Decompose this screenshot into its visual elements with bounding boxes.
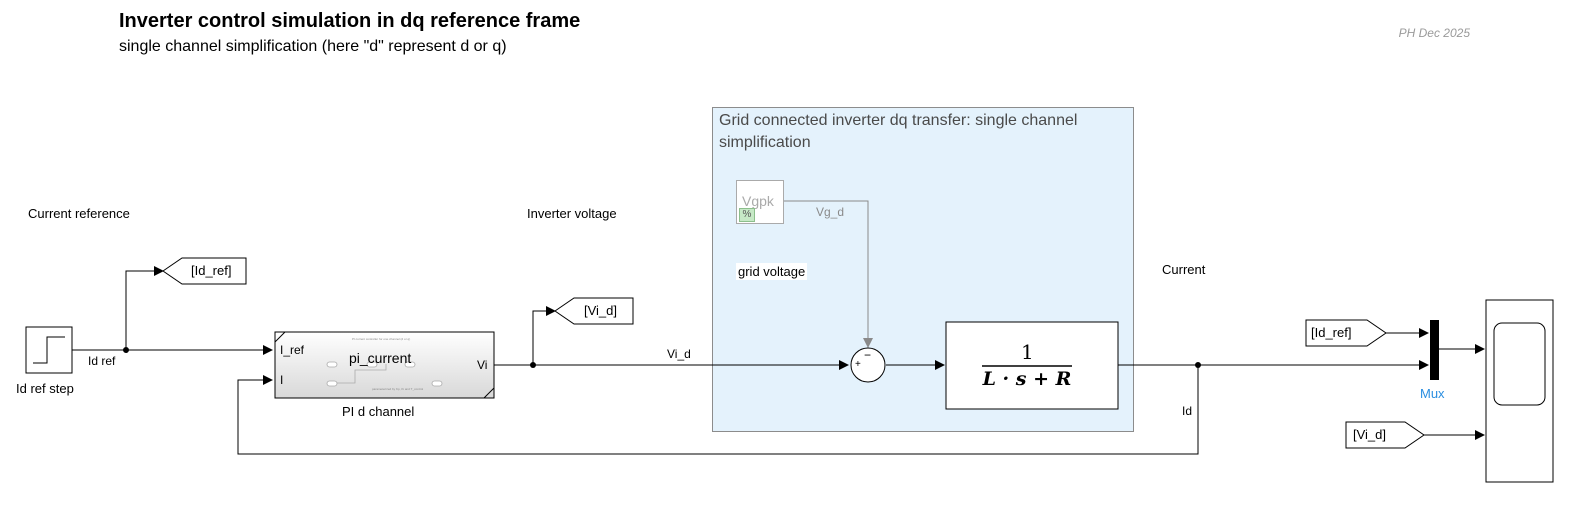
goto-vi-d-shape xyxy=(554,297,634,325)
junction-dot xyxy=(530,362,536,368)
from-id-ref-shape xyxy=(1305,319,1387,347)
transfer-numerator: 1 xyxy=(1021,340,1034,364)
pi-mask-title: pi_current xyxy=(349,350,412,366)
junction-dot xyxy=(123,347,129,353)
pi-mask-description: PI current controller for one channel (d… xyxy=(352,337,411,341)
mux-bar xyxy=(1430,320,1439,380)
author-note: PH Dec 2025 xyxy=(1398,26,1470,40)
sum-minus-sign: − xyxy=(864,348,872,362)
from-vi-d-shape xyxy=(1345,421,1425,449)
percent-icon: % xyxy=(739,208,755,222)
step-block-shape xyxy=(25,326,73,374)
pi-corner-mark xyxy=(483,387,495,399)
from-vi-d[interactable]: [Vi_d] xyxy=(1353,427,1387,442)
grid-voltage-note: grid voltage xyxy=(736,263,808,280)
mux-label: Mux xyxy=(1420,386,1445,401)
sum-plus-sign: + xyxy=(855,359,861,370)
pi-block-label: PI d channel xyxy=(342,404,415,419)
signal-label-vg-d: Vg_d xyxy=(816,205,845,219)
step-block-label: Id ref step xyxy=(16,381,74,396)
from-id-ref[interactable]: [Id_ref] xyxy=(1311,325,1352,340)
vgpk-block-label: Vgpk xyxy=(742,193,774,209)
pi-port-i-ref: I_ref xyxy=(280,343,305,357)
pi-block-shape xyxy=(274,331,495,399)
pi-inner-ports xyxy=(326,361,443,387)
transfer-function-block[interactable] xyxy=(946,322,1118,409)
sum-block-shape xyxy=(850,347,886,383)
wire-vg-d xyxy=(784,200,873,348)
inverter-area-title: Grid connected inverter dq transfer: sin… xyxy=(719,112,1078,151)
pi-mask-params: parameterized by Kp, Ki and T_control xyxy=(372,387,424,391)
signal-label-vi-d: Vi_d xyxy=(667,347,691,361)
wire-id-ref-goto xyxy=(125,266,164,350)
pi-port-i: I xyxy=(280,373,284,387)
current-note: Current xyxy=(1162,262,1206,277)
signal-label-id-ref: Id ref xyxy=(88,354,116,368)
pi-port-vi: Vi xyxy=(477,358,488,372)
signal-label-id: Id xyxy=(1182,404,1193,418)
goto-vi-d[interactable]: [Vi_d] xyxy=(584,303,618,318)
mux-block[interactable] xyxy=(1430,320,1439,380)
page-subtitle: single channel simplification (here "d" … xyxy=(119,38,507,55)
goto-id-ref[interactable]: [Id_ref] xyxy=(191,263,232,278)
scope-block[interactable] xyxy=(1486,300,1553,482)
wire-vi-d-goto xyxy=(532,306,556,365)
step-block[interactable] xyxy=(26,327,72,373)
page-title: Inverter control simulation in dq refere… xyxy=(119,10,581,32)
inverter-voltage-note: Inverter voltage xyxy=(527,206,617,221)
current-reference-note: Current reference xyxy=(28,206,130,221)
pi-corner-mark xyxy=(274,331,286,343)
step-icon xyxy=(33,336,65,364)
vgpk-block[interactable]: Vgpk % xyxy=(736,180,784,224)
goto-id-ref-shape xyxy=(162,257,247,285)
transfer-denominator: L · s + R xyxy=(982,368,1072,390)
scope-screen-icon xyxy=(1493,322,1546,406)
wire-feedback xyxy=(237,365,1199,455)
junction-dot xyxy=(1195,362,1201,368)
